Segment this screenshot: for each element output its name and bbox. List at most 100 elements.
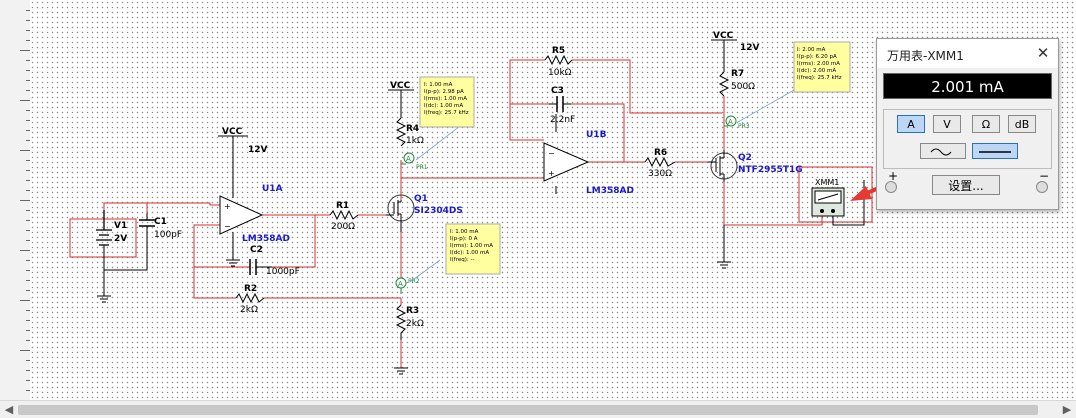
- ruler-tick: [26, 160, 30, 161]
- c3-value: 2.2nF: [550, 115, 575, 125]
- r1-ref: R1: [336, 201, 349, 211]
- dc-mode-button[interactable]: [972, 143, 1018, 159]
- wire-c3-right: [571, 103, 625, 162]
- mode-button-a[interactable]: A: [897, 115, 925, 133]
- u1a-ref: U1A: [262, 184, 283, 194]
- v1-ref: V1: [114, 221, 127, 231]
- minus-terminal[interactable]: [1036, 181, 1048, 193]
- ground-wires: [103, 40, 865, 296]
- probe1-line: I(freq): 25.7 kHz: [424, 110, 469, 116]
- q1-mosfet[interactable]: [386, 194, 415, 232]
- r4-value: 1kΩ: [406, 136, 424, 146]
- wire-c1-to-u1a: [147, 202, 220, 206]
- mode-button-db[interactable]: dB: [1008, 115, 1036, 133]
- mode-button-v[interactable]: V: [933, 115, 961, 133]
- scrollbar-thumb[interactable]: [18, 405, 1038, 415]
- horizontal-scrollbar[interactable]: ◀ ▶: [0, 400, 1076, 418]
- xmm1-symbol[interactable]: [811, 187, 845, 217]
- multimeter-window: 万用表-XMM1 ✕ 2.001 mA A V Ω dB 设置... + −: [876, 38, 1059, 210]
- probe3-line: I: 2.00 mA: [797, 47, 826, 53]
- ruler-tick: [26, 70, 30, 71]
- ruler-tick: [26, 260, 30, 261]
- q1-part: SI2304DS: [414, 206, 463, 216]
- settings-button[interactable]: 设置...: [932, 175, 1000, 195]
- q1-ref: Q1: [414, 194, 428, 204]
- c3-capacitor[interactable]: [549, 96, 571, 112]
- r3-ref: R3: [406, 306, 419, 316]
- c2-capacitor[interactable]: [249, 259, 272, 275]
- dc-line-icon: [979, 151, 1011, 153]
- c1-ref: C1: [154, 217, 167, 227]
- r3-resistor[interactable]: [395, 304, 407, 340]
- minus-terminal-label: −: [1039, 169, 1050, 183]
- r1-resistor[interactable]: [329, 209, 359, 221]
- wire-r5-left: [509, 59, 545, 104]
- c2-value: 1000pF: [266, 267, 300, 277]
- r3-value: 2kΩ: [406, 319, 424, 329]
- svg-text:I: 1.00 mAI(p-p): 0 AI(rms): 1: I: 1.00 mAI(p-p): 0 AI(rms): 1.00 mAI(dc…: [450, 229, 493, 263]
- ruler-tick: [26, 370, 30, 371]
- probe3-line: I(freq): 25.7 kHz: [797, 75, 842, 81]
- probe3-line: I(dc): 2.00 mA: [797, 68, 836, 74]
- probe1-line: I(rms): 1.00 mA: [424, 96, 467, 102]
- svg-text:−: −: [548, 149, 555, 158]
- ruler-tick: [26, 10, 30, 11]
- svg-text:A: A: [728, 118, 733, 126]
- r7-resistor[interactable]: [718, 71, 730, 97]
- r6-resistor[interactable]: [644, 156, 676, 168]
- ruler-tick: [26, 310, 30, 311]
- r4-resistor[interactable]: [395, 117, 407, 147]
- q2-mosfet[interactable]: [708, 150, 738, 182]
- wire-c2-right: [272, 215, 316, 268]
- vertical-ruler: [0, 0, 31, 400]
- q2-ref: Q2: [738, 153, 752, 163]
- svg-text:−: −: [224, 222, 231, 231]
- probe-pr3[interactable]: A PR3: [724, 89, 795, 130]
- u1b-opamp[interactable]: − +: [543, 142, 590, 182]
- ruler-tick: [26, 20, 30, 21]
- probe-pr3-label: PR3: [738, 123, 750, 130]
- probe-pr1[interactable]: A PR1: [401, 125, 461, 171]
- mode-button-ohm[interactable]: Ω: [972, 115, 1000, 133]
- plus-terminal[interactable]: [885, 181, 897, 193]
- r2-resistor[interactable]: [235, 292, 265, 304]
- r5-ref: R5: [552, 46, 565, 56]
- svg-text:I: 1.00 mAI(p-p): 2.98 pAI(rms: I: 1.00 mAI(p-p): 2.98 pAI(rms): 1.00 mA…: [424, 82, 469, 116]
- close-icon[interactable]: ✕: [1036, 44, 1050, 62]
- r5-resistor[interactable]: [544, 54, 573, 66]
- v1-highlight-box: [69, 218, 137, 258]
- c1-value: 100pF: [154, 230, 182, 240]
- mode-button-group: [883, 109, 1052, 169]
- r2-value: 2kΩ: [240, 305, 258, 315]
- probe-pr2-label: PR2: [408, 278, 420, 285]
- ruler-tick: [26, 330, 30, 331]
- c1-capacitor[interactable]: [139, 213, 155, 238]
- ruler-tick: [26, 80, 30, 81]
- scroll-left-icon[interactable]: ◀: [4, 403, 14, 416]
- ruler-tick: [20, 150, 30, 151]
- multimeter-display: 2.001 mA: [883, 73, 1052, 99]
- wire-u1b-minus: [509, 103, 549, 141]
- ruler-tick: [26, 30, 30, 31]
- r5-value: 10kΩ: [548, 68, 572, 78]
- ruler-tick: [26, 270, 30, 271]
- probe-pr2[interactable]: A PR2: [395, 259, 441, 294]
- vcc-label-q2: VCC: [713, 31, 734, 41]
- r7-ref: R7: [731, 69, 744, 79]
- probe2-line: I(dc): 1.00 mA: [450, 250, 489, 256]
- u1a-opamp[interactable]: + −: [219, 195, 264, 235]
- v1-value: 2V: [114, 234, 127, 244]
- v1-battery[interactable]: [96, 210, 112, 246]
- ruler-tick: [26, 280, 30, 281]
- svg-text:A: A: [398, 280, 403, 288]
- probe2-line: I(rms): 1.00 mA: [450, 243, 493, 249]
- ruler-tick: [26, 320, 30, 321]
- multimeter-titlebar[interactable]: 万用表-XMM1 ✕: [877, 39, 1058, 68]
- u1b-part: LM358AD: [586, 186, 634, 196]
- ruler-tick: [20, 350, 30, 351]
- r2-ref: R2: [244, 284, 257, 294]
- scroll-right-icon[interactable]: ▶: [1062, 403, 1072, 416]
- ac-mode-button[interactable]: [920, 143, 966, 159]
